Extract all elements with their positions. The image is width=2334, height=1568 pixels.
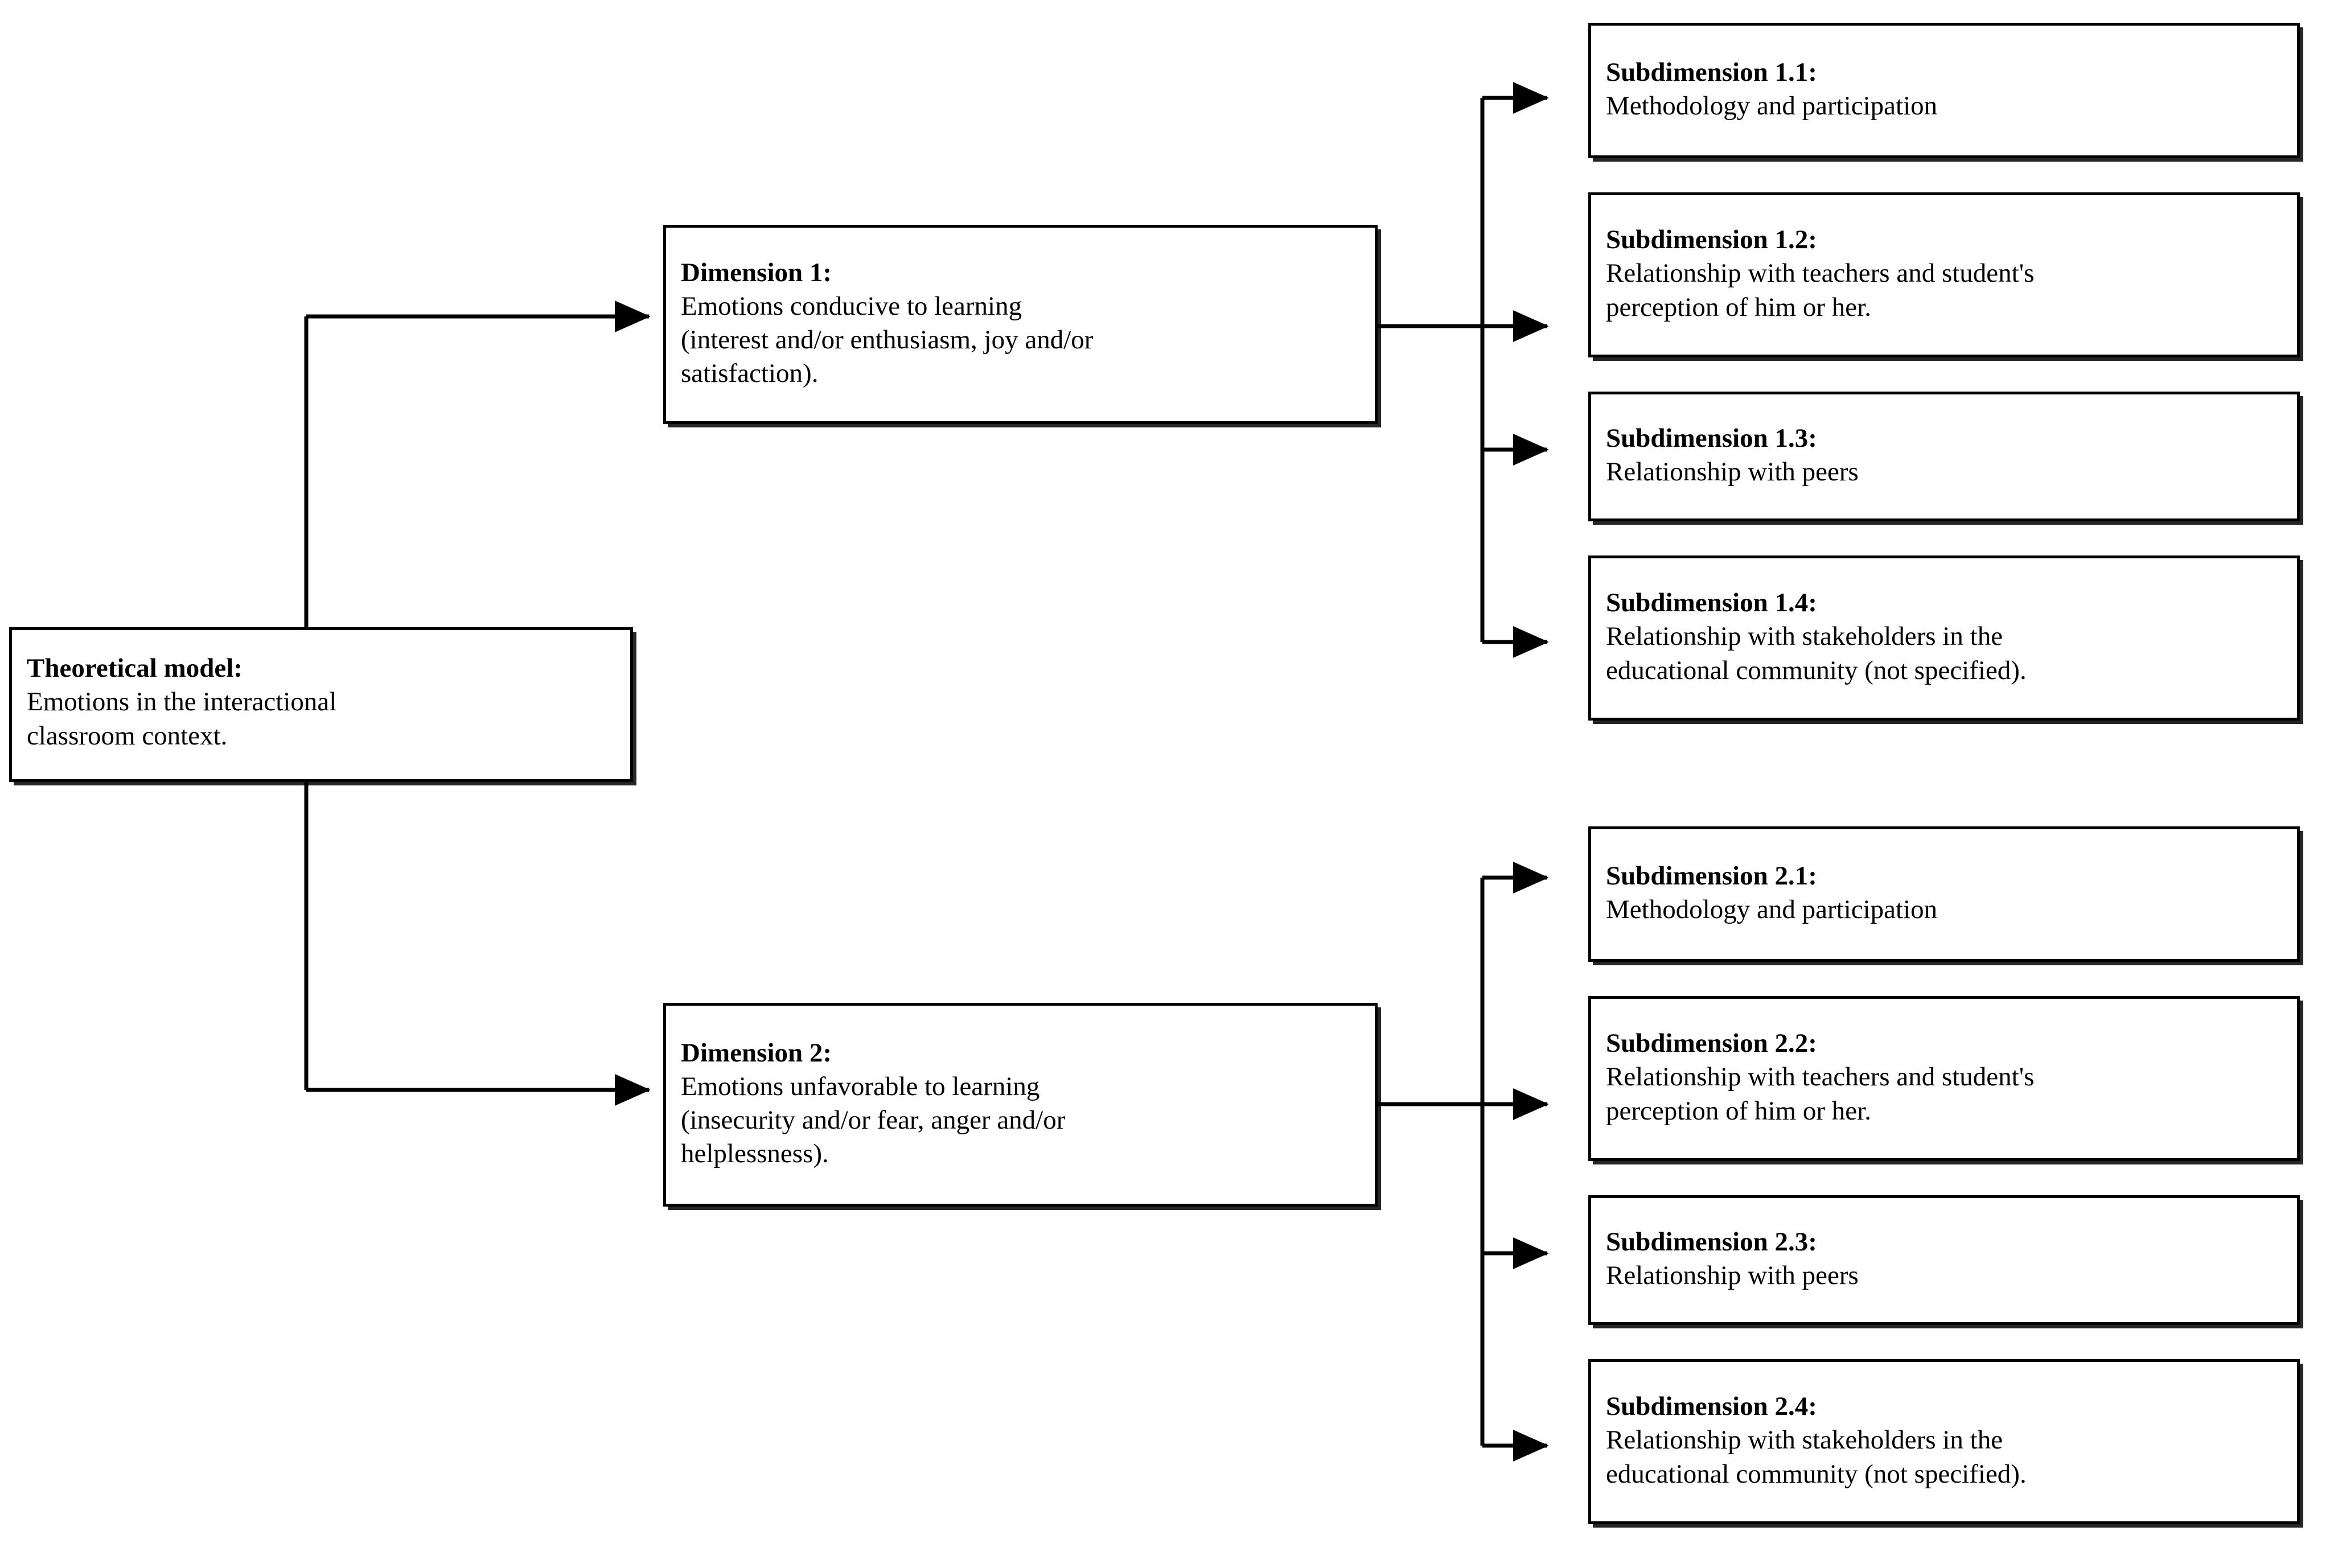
node-subdimension-2-2: Subdimension 2.2: Relationship with teac… bbox=[1588, 996, 2300, 1161]
node-subdimension-1-4: Subdimension 1.4: Relationship with stak… bbox=[1588, 555, 2300, 721]
node-subdimension-2-4: Subdimension 2.4: Relationship with stak… bbox=[1588, 1359, 2300, 1524]
node-subdimension-2-3: Subdimension 2.3: Relationship with peer… bbox=[1588, 1195, 2300, 1325]
node-heading: Dimension 1: bbox=[681, 257, 832, 287]
node-heading: Subdimension 2.3: bbox=[1606, 1227, 1817, 1257]
node-body: Emotions conducive to learning (interest… bbox=[681, 291, 1094, 389]
node-theoretical-model: Theoretical model: Emotions in the inter… bbox=[9, 627, 633, 782]
node-body: Methodology and participation bbox=[1606, 91, 1938, 121]
node-subdimension-1-3: Subdimension 1.3: Relationship with peer… bbox=[1588, 392, 2300, 521]
node-heading: Theoretical model: bbox=[27, 653, 243, 684]
node-body: Methodology and participation bbox=[1606, 895, 1938, 924]
node-body: Relationship with peers bbox=[1606, 1261, 1859, 1290]
node-dimension-1: Dimension 1: Emotions conducive to learn… bbox=[663, 225, 1378, 424]
node-heading: Subdimension 1.4: bbox=[1606, 588, 1817, 618]
node-heading: Subdimension 1.1: bbox=[1606, 57, 1817, 87]
node-heading: Subdimension 2.4: bbox=[1606, 1392, 1817, 1422]
node-subdimension-1-2: Subdimension 1.2: Relationship with teac… bbox=[1588, 192, 2300, 357]
node-heading: Subdimension 2.2: bbox=[1606, 1028, 1817, 1059]
node-body: Relationship with teachers and student's… bbox=[1606, 1062, 2035, 1126]
node-subdimension-1-1: Subdimension 1.1: Methodology and partic… bbox=[1588, 23, 2300, 158]
node-body: Relationship with peers bbox=[1606, 457, 1859, 487]
node-subdimension-2-1: Subdimension 2.1: Methodology and partic… bbox=[1588, 826, 2300, 962]
node-body: Emotions in the interactional classroom … bbox=[27, 687, 337, 751]
node-heading: Subdimension 2.1: bbox=[1606, 861, 1817, 891]
node-body: Relationship with stakeholders in the ed… bbox=[1606, 1425, 2027, 1489]
connector-dimension-1-stem bbox=[1378, 98, 1485, 642]
node-dimension-2: Dimension 2: Emotions unfavorable to lea… bbox=[663, 1003, 1378, 1207]
node-body: Relationship with stakeholders in the ed… bbox=[1606, 622, 2027, 685]
connector-dimension-2-stem bbox=[1378, 878, 1485, 1446]
node-heading: Subdimension 1.3: bbox=[1606, 423, 1817, 453]
node-body: Emotions unfavorable to learning (insecu… bbox=[681, 1071, 1066, 1169]
node-heading: Dimension 2: bbox=[681, 1038, 832, 1068]
node-heading: Subdimension 1.2: bbox=[1606, 225, 1817, 255]
node-body: Relationship with teachers and student's… bbox=[1606, 258, 2035, 322]
